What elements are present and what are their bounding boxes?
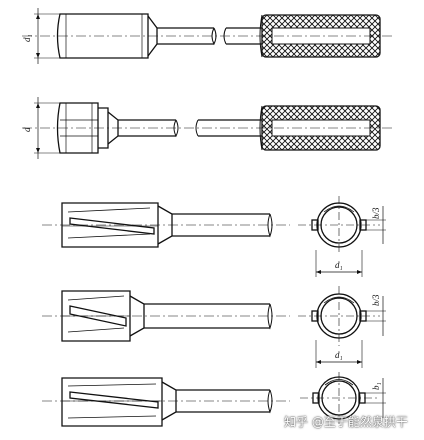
knurled-rod-2 bbox=[22, 97, 392, 159]
label-d-mid: d bbox=[22, 127, 32, 132]
knurled-rod-1 bbox=[22, 8, 392, 64]
reamer-5 bbox=[42, 377, 290, 427]
label-b3-a: b/3 bbox=[371, 207, 381, 219]
section-view-4 bbox=[298, 286, 386, 368]
label-d1-a: d₁ bbox=[335, 260, 343, 270]
watermark: 知乎 @至于能然泉拱干 bbox=[284, 415, 408, 429]
section-view-3 bbox=[298, 196, 386, 277]
reamer-4 bbox=[42, 290, 290, 342]
label-b1-c: b₁ bbox=[371, 382, 381, 390]
label-d1-b: d₁ bbox=[335, 350, 343, 360]
reamer-3 bbox=[42, 202, 290, 248]
section-view-5 bbox=[300, 372, 386, 424]
label-d1-top: d₁ bbox=[22, 34, 32, 42]
label-b3-b: b/3 bbox=[371, 294, 381, 306]
